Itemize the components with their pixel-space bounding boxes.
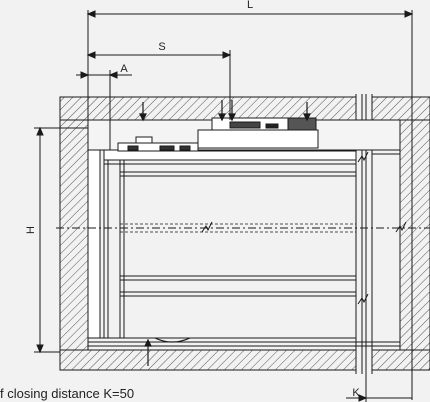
door-assembly (87, 149, 400, 347)
wall-hatching (59, 96, 430, 371)
dimension-L (86, 10, 414, 400)
right-wall (399, 119, 430, 351)
caption-text: f closing distance K=50 (0, 386, 135, 401)
dimension-K (346, 374, 412, 402)
dimension-label-H: H (25, 226, 37, 234)
dimension-label-A: A (120, 63, 128, 75)
left-wall (59, 119, 89, 351)
dimension-label-K: K (352, 387, 360, 399)
operator-housing (197, 129, 319, 149)
left-jamb (87, 149, 101, 339)
ceiling-wall (59, 96, 430, 121)
top-rail (103, 149, 357, 161)
drive-operator (117, 117, 356, 152)
anchor-bolts (139, 100, 311, 122)
dimension-label-S: S (158, 41, 165, 53)
floor-anchor (144, 337, 191, 366)
dimension-label-L: L (247, 0, 253, 11)
dimension-S (86, 50, 232, 120)
dimension-A (76, 70, 132, 150)
floor (59, 349, 430, 371)
dimension-H (34, 126, 88, 354)
break-marks (201, 151, 407, 305)
